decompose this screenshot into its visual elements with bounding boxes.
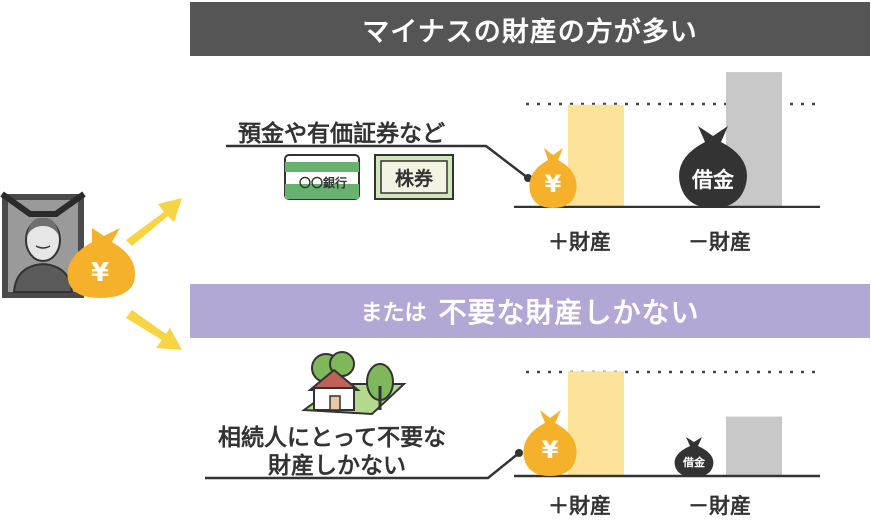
banner-bottom-main: 不要な財産しかない (438, 296, 700, 329)
axis-label-minus: －財産 (688, 230, 751, 254)
banner-top: マイナスの財産の方が多い (190, 2, 870, 56)
plus-assets-bar (568, 104, 624, 207)
chart-case2 (514, 370, 820, 478)
case2-label-line1: 相続人にとって不要な (218, 425, 447, 451)
stock-certificate-icon: 株券 (374, 154, 454, 200)
plus-assets-bar (568, 371, 624, 476)
debt-bag-label: 借金 (692, 168, 734, 192)
banner-top-text: マイナスの財産の方が多い (362, 16, 698, 48)
portrait-icon (0, 191, 86, 298)
case2-label-line2: 財産しかない (268, 453, 406, 479)
plus-bag-symbol: ¥ (541, 436, 559, 464)
banner-bottom: または 不要な財産しかない (190, 284, 870, 338)
person-group: ¥ (0, 191, 182, 350)
person-bag-symbol: ¥ (91, 258, 109, 288)
plus-bag-symbol: ¥ (544, 170, 562, 198)
arrow-icon (126, 310, 182, 350)
minus-assets-bar (726, 416, 782, 476)
money-bag-icon: ¥ (520, 408, 580, 478)
debt-bag-label: 借金 (683, 456, 705, 469)
debt-bag-icon: 借金 (674, 124, 752, 210)
axis-label-minus: －財産 (688, 494, 751, 518)
bank-card-icon: 〇〇銀行 (284, 154, 360, 200)
money-bag-icon: ¥ (526, 146, 580, 210)
axis-label-plus: ＋財産 (548, 230, 611, 254)
house-icon (301, 351, 407, 416)
money-bag-icon: ¥ (67, 228, 136, 298)
debt-bag-icon: 借金 (672, 436, 716, 478)
axis-label-plus: ＋財産 (548, 494, 611, 518)
stock-certificate-text: 株券 (394, 168, 433, 190)
bank-card-text: 〇〇銀行 (298, 176, 347, 190)
banner-bottom-prefix: または (360, 301, 427, 326)
case1-label: 預金や有価証券など (238, 121, 445, 147)
arrow-icon (126, 198, 182, 246)
